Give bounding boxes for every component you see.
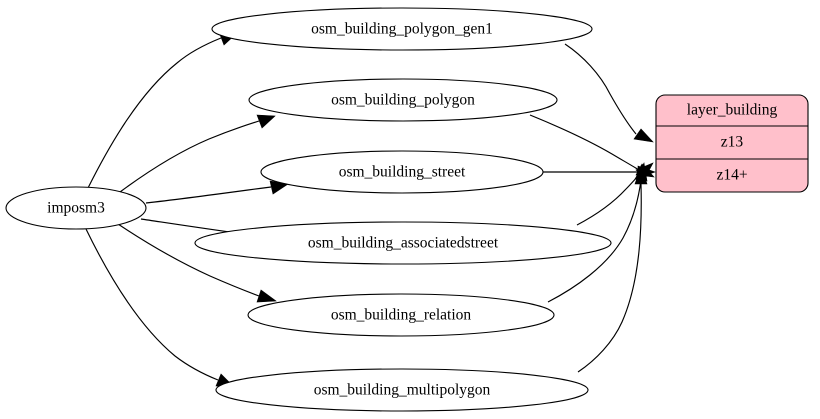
layer-building-row-z14plus[interactable]: z14+ <box>716 167 747 184</box>
node-imposm3[interactable]: imposm3 <box>5 186 147 230</box>
node-osm_building_multipolygon[interactable]: osm_building_multipolygon <box>215 368 589 412</box>
edge-imposm3-to-osm_building_polygon_gen1 <box>87 31 238 189</box>
node-osm_building_street[interactable]: osm_building_street <box>260 150 544 194</box>
node-layer_building[interactable]: layer_building z13 z14+ <box>655 94 809 193</box>
node-osm_building_relation-shape[interactable] <box>247 293 555 337</box>
edge-imposm3-to-osm_building_street <box>145 180 289 204</box>
node-osm_building_associatedstreet-shape[interactable] <box>194 221 612 265</box>
node-osm_building_street-label: osm_building_street <box>339 164 466 181</box>
edge-osm_building_multipolygon-to-layer_building-z14plus <box>577 165 648 373</box>
node-osm_building_multipolygon-label: osm_building_multipolygon <box>314 382 491 399</box>
edge-group-layer <box>529 43 656 373</box>
node-osm_building_relation[interactable]: osm_building_relation <box>247 293 555 337</box>
node-layer_building-shape[interactable] <box>655 94 809 193</box>
edge-imposm3-to-osm_building_polygon <box>119 114 276 193</box>
node-imposm3-label: imposm3 <box>47 200 105 217</box>
edge-osm_building_polygon-to-layer_building-z14plus <box>529 114 655 178</box>
node-osm_building_associatedstreet[interactable]: osm_building_associatedstreet <box>194 221 612 265</box>
layer-building-title: layer_building <box>687 102 778 119</box>
layer-building-row-z13[interactable]: z13 <box>721 134 744 151</box>
node-imposm3-shape[interactable] <box>5 186 147 230</box>
node-osm_building_associatedstreet-label: osm_building_associatedstreet <box>308 235 499 252</box>
node-osm_building_polygon_gen1-label: osm_building_polygon_gen1 <box>311 21 493 38</box>
node-osm_building_street-shape[interactable] <box>260 150 544 194</box>
node-osm_building_polygon_gen1[interactable]: osm_building_polygon_gen1 <box>211 7 593 51</box>
edge-imposm3-to-osm_building_multipolygon <box>85 228 235 388</box>
node-osm_building_polygon[interactable]: osm_building_polygon <box>248 78 558 122</box>
node-osm_building_multipolygon-shape[interactable] <box>215 368 589 412</box>
edge-imposm3-to-osm_building_relation <box>117 223 277 303</box>
node-osm_building_polygon_gen1-shape[interactable] <box>211 7 593 51</box>
node-osm_building_polygon-shape[interactable] <box>248 78 558 122</box>
edge-osm_building_polygon_gen1-to-layer_building-z13 <box>564 43 654 143</box>
node-osm_building_polygon-label: osm_building_polygon <box>331 92 475 109</box>
node-osm_building_relation-label: osm_building_relation <box>331 307 472 324</box>
